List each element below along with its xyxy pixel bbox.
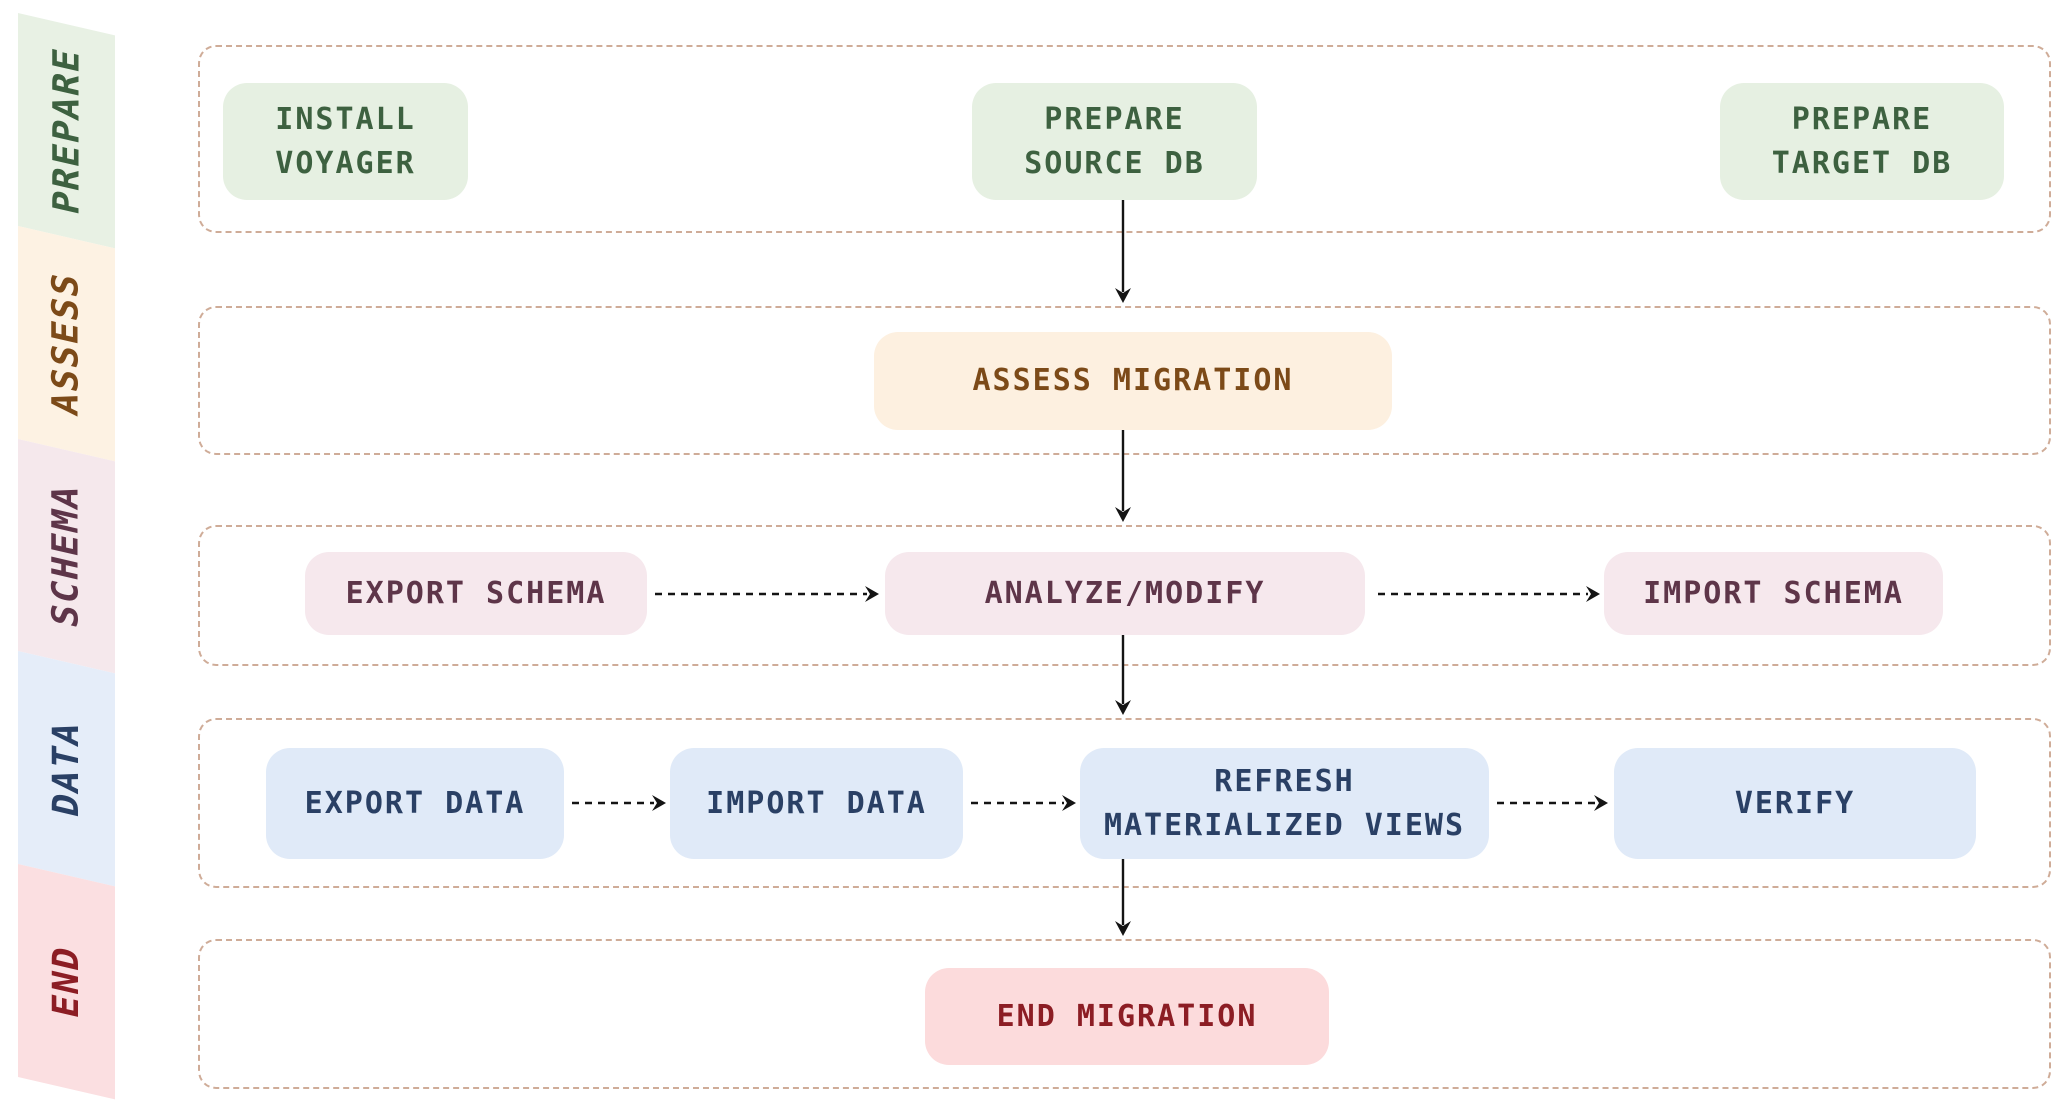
node-assess-migration: ASSESS MIGRATION bbox=[874, 332, 1392, 430]
lane-schema bbox=[198, 525, 2051, 666]
node-install-voyager: INSTALL VOYAGER bbox=[223, 83, 468, 200]
sidebar-item-prepare: PREPARE bbox=[18, 13, 115, 249]
lane-data bbox=[198, 718, 2051, 888]
sidebar-label: DATA bbox=[45, 716, 87, 822]
sidebar-item-schema: SCHEMA bbox=[18, 438, 115, 674]
lane-end bbox=[198, 939, 2051, 1089]
node-prepare-target-db: PREPARE TARGET DB bbox=[1720, 83, 2004, 200]
node-import-data: IMPORT DATA bbox=[670, 748, 963, 859]
sidebar-item-end: END bbox=[18, 864, 115, 1100]
arrow-assess-to-schema bbox=[1115, 430, 1131, 522]
arrow-import-data-to-refresh bbox=[971, 795, 1076, 811]
arrow-refresh-to-verify bbox=[1497, 795, 1608, 811]
lane-assess bbox=[198, 306, 2051, 455]
node-analyze-modify: ANALYZE/MODIFY bbox=[885, 552, 1365, 635]
sidebar-label: ASSESS bbox=[46, 267, 88, 420]
sidebar-label: END bbox=[46, 941, 87, 1023]
lane-prepare bbox=[198, 45, 2051, 233]
node-prepare-source-db: PREPARE SOURCE DB bbox=[972, 83, 1257, 200]
arrow-schema-to-data bbox=[1115, 635, 1131, 715]
phase-sidebar: PREPARE ASSESS SCHEMA DATA END bbox=[18, 13, 115, 1100]
arrow-export-data-to-import-data bbox=[572, 795, 666, 811]
node-refresh-materialized-views: REFRESH MATERIALIZED VIEWS bbox=[1080, 748, 1489, 859]
arrow-analyze-to-import-schema bbox=[1378, 586, 1600, 602]
node-import-schema: IMPORT SCHEMA bbox=[1604, 552, 1943, 635]
sidebar-label: PREPARE bbox=[46, 42, 87, 219]
arrow-export-schema-to-analyze bbox=[655, 586, 879, 602]
node-verify: VERIFY bbox=[1614, 748, 1976, 859]
arrow-data-to-end bbox=[1115, 859, 1131, 936]
node-export-schema: EXPORT SCHEMA bbox=[305, 552, 647, 635]
node-export-data: EXPORT DATA bbox=[266, 748, 564, 859]
sidebar-label: SCHEMA bbox=[46, 480, 88, 632]
node-end-migration: END MIGRATION bbox=[925, 968, 1329, 1065]
sidebar-item-assess: ASSESS bbox=[18, 225, 115, 461]
sidebar-item-data: DATA bbox=[18, 651, 115, 887]
arrow-source-db-to-assess bbox=[1115, 200, 1131, 303]
